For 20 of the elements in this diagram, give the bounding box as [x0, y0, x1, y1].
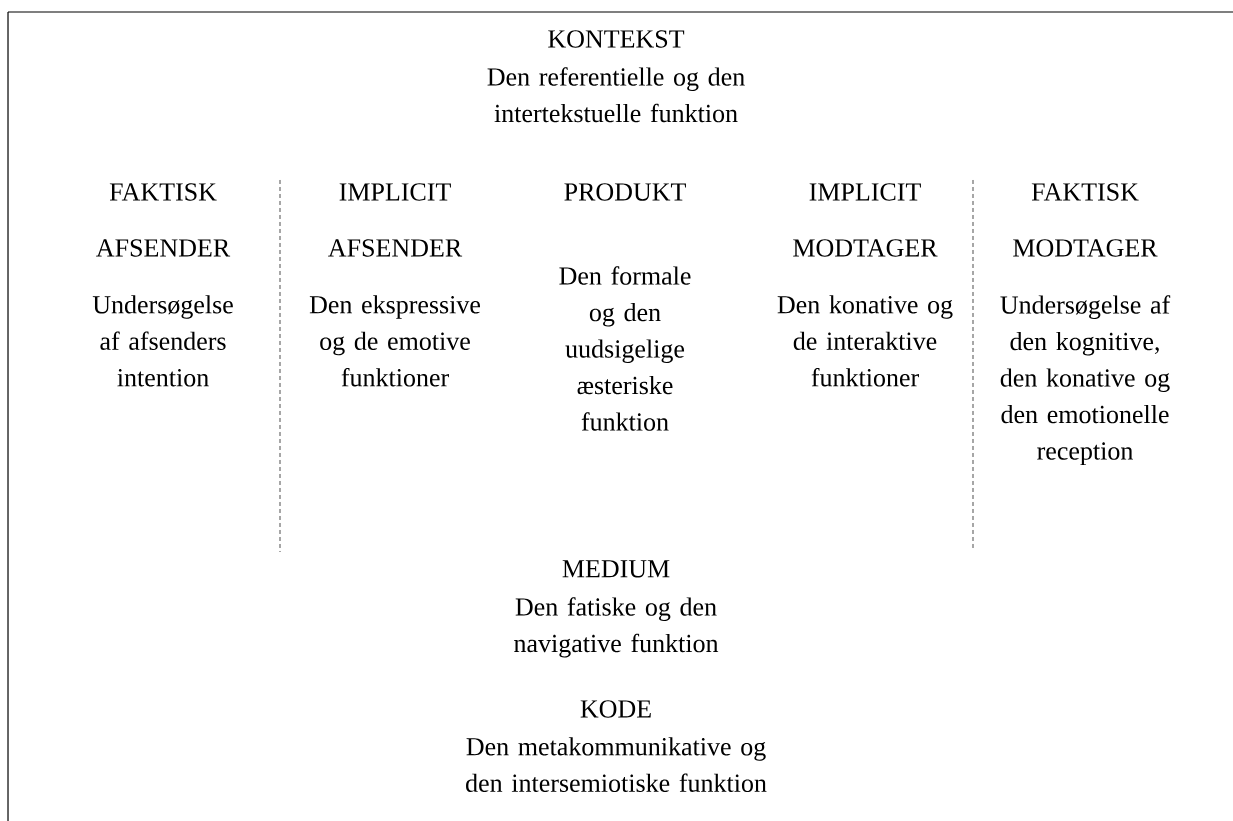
- column-heading: IMPLICIT: [339, 183, 451, 201]
- body-text: Den fatiske og den navigative funktion: [514, 597, 719, 658]
- column-heading: FAKTISK: [109, 183, 217, 201]
- body-text: Den metakommunikative og den intersemiotiske funktion: [466, 737, 767, 792]
- body-text: Undersøgelse af den kognitive, den konative og den emotionelle reception: [1000, 295, 1171, 466]
- body-text: Den ekspressive og de emotive funktioner: [309, 295, 480, 387]
- body-text: Den formale og den uudsigelige æsteriske funktion: [559, 266, 691, 431]
- column-heading: PRODUKT: [564, 183, 686, 201]
- column-heading: FAKTISK: [1031, 183, 1139, 201]
- heading-text: KONTEKST: [548, 30, 685, 48]
- heading-text: MEDIUM: [562, 560, 670, 578]
- column-heading: AFSENDER: [96, 239, 231, 257]
- body-text: Undersøgelse af afsenders intention: [92, 295, 233, 387]
- column-heading: AFSENDER: [328, 239, 463, 257]
- column-heading: MODTAGER: [793, 239, 938, 257]
- column-heading: MODTAGER: [1013, 239, 1158, 257]
- body-text: Den referentielle og den intertekstuelle funktion: [487, 67, 745, 123]
- column-heading: IMPLICIT: [809, 183, 921, 201]
- body-text: Den konative og de interaktive funktioner: [777, 295, 953, 387]
- heading-text: KODE: [580, 700, 651, 718]
